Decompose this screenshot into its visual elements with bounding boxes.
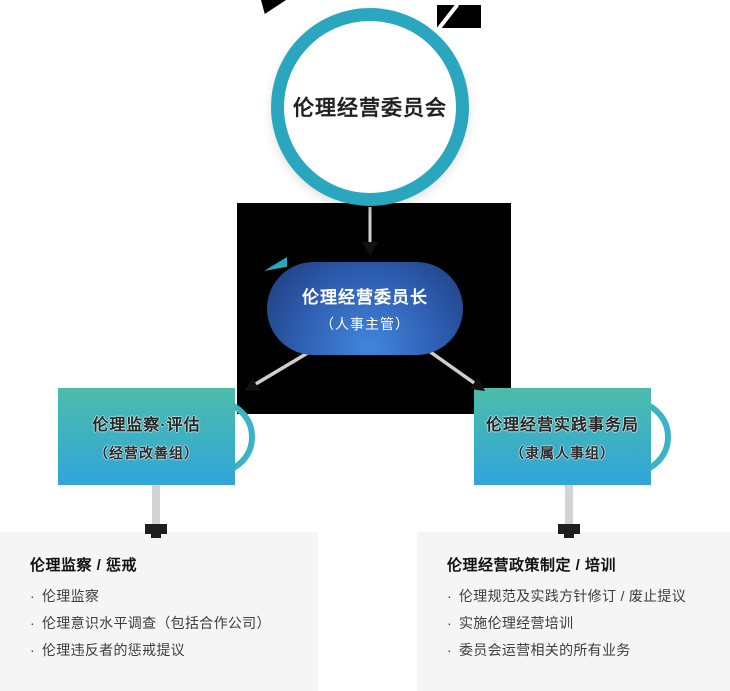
list-item-text: 实施伦理经营培训 <box>458 615 574 631</box>
branch-secretariat-label: 伦理经营实践事务局 <box>485 416 639 434</box>
branch-secretariat-sublabel: （隶属人事组） <box>510 444 615 461</box>
chairman-pill-node: 伦理经营委员长 （人事主管） <box>267 262 463 355</box>
bullet-marker: · <box>447 588 452 604</box>
connector-stub-right <box>565 485 573 525</box>
panel-policy-title: 伦理经营政策制定 / 培训 <box>447 557 617 574</box>
black-artifact-top-right <box>434 3 481 33</box>
bullet-marker: · <box>30 615 35 631</box>
bullet-marker: · <box>30 588 35 604</box>
connector-cap-left <box>145 524 167 538</box>
chairman-sublabel: （人事主管） <box>320 316 410 332</box>
branch-audit-sublabel: （经营改善组） <box>94 444 199 461</box>
bullet-marker: · <box>447 615 452 631</box>
black-artifact-top-left <box>261 0 286 14</box>
list-item-text: 委员会运营相关的所有业务 <box>458 642 631 658</box>
panel-audit-list: · 伦理监察 · 伦理意识水平调查（包括合作公司） · 伦理违反者的惩戒提议 <box>30 587 318 659</box>
list-item-text: 伦理规范及实践方针修订 / 废止提议 <box>458 588 687 604</box>
committee-circle-node: 伦理经营委员会 <box>271 8 469 206</box>
connector-cap-right <box>558 524 580 538</box>
panel-policy-list: · 伦理规范及实践方针修订 / 废止提议 · 实施伦理经营培训 · 委员会运营相关的所… <box>447 587 730 659</box>
white-slash-decoration <box>434 3 460 33</box>
list-item: · 实施伦理经营培训 <box>447 614 730 632</box>
panel-policy-training: 伦理经营政策制定 / 培训 · 伦理规范及实践方针修订 / 废止提议 · 实施伦理经… <box>417 532 730 691</box>
list-item: · 伦理规范及实践方针修订 / 废止提议 <box>447 587 730 605</box>
panel-audit-discipline: 伦理监察 / 惩戒 · 伦理监察 · 伦理意识水平调查（包括合作公司） · 伦理违反者… <box>0 532 318 691</box>
branch-audit-label: 伦理监察·评估 <box>92 416 201 434</box>
list-item: · 伦理意识水平调查（包括合作公司） <box>30 614 318 632</box>
bullet-marker: · <box>447 642 452 658</box>
list-item-text: 伦理监察 <box>41 588 100 604</box>
chairman-label: 伦理经营委员长 <box>302 288 428 307</box>
list-item-text: 伦理意识水平调查（包括合作公司） <box>41 615 271 631</box>
connector-stub-left <box>152 485 160 525</box>
list-item-text: 伦理违反者的惩戒提议 <box>41 642 185 658</box>
panel-audit-title: 伦理监察 / 惩戒 <box>30 557 138 574</box>
list-item: · 伦理监察 <box>30 587 318 605</box>
branch-box-audit: 伦理监察·评估 （经营改善组） <box>58 388 235 485</box>
branch-box-secretariat: 伦理经营实践事务局 （隶属人事组） <box>474 388 651 485</box>
list-item: · 委员会运营相关的所有业务 <box>447 641 730 659</box>
bullet-marker: · <box>30 642 35 658</box>
committee-label: 伦理经营委员会 <box>293 97 447 120</box>
list-item: · 伦理违反者的惩戒提议 <box>30 641 318 659</box>
